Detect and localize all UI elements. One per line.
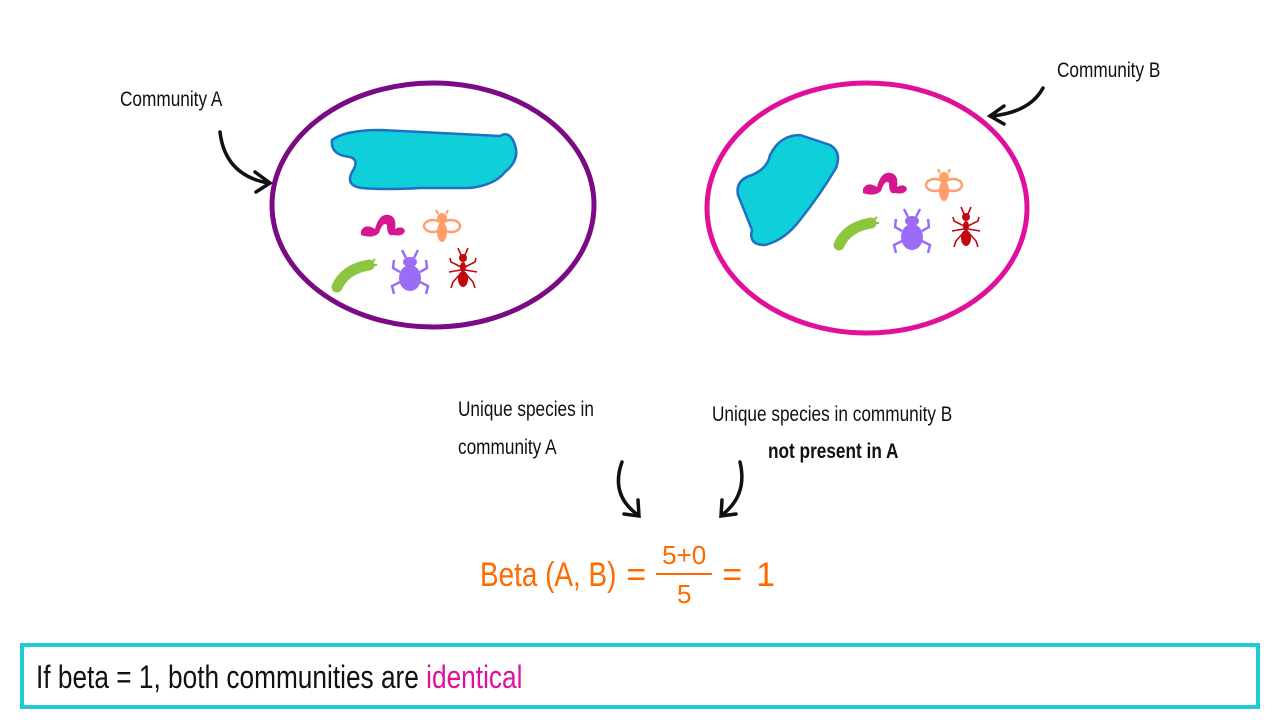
beta-equation: Beta (A, B) = 5+0 5 = 1 [480, 540, 775, 610]
beetle-icon [390, 248, 430, 296]
community-b-ellipse [704, 80, 1030, 336]
denominator: 5 [676, 579, 692, 609]
arrow-to-community-b [986, 86, 1045, 126]
arrow-to-community-a [218, 130, 274, 194]
equals-sign: = [626, 555, 647, 594]
caterpillar-icon [337, 259, 377, 287]
equation-result: 1 [756, 555, 776, 594]
community-b-label: Community B [1057, 59, 1161, 82]
arrow-unique-a [616, 460, 641, 519]
lake-b [736, 133, 840, 247]
unique-a-line1: Unique species in [458, 398, 594, 421]
unique-a-line2: community A [458, 436, 557, 459]
unique-b-line2: not present in A [768, 440, 899, 463]
beetle-icon [892, 207, 932, 255]
arrow-unique-b [719, 460, 744, 519]
fraction: 5+0 5 [656, 540, 713, 610]
worm-icon [361, 214, 405, 237]
conclusion-statement: If beta = 1, both communities are [36, 659, 427, 695]
caterpillar-icon [839, 217, 879, 245]
conclusion-highlight: identical [426, 659, 523, 695]
equals-sign: = [722, 555, 743, 594]
bee-icon [924, 167, 964, 203]
unique-b-line1: Unique species in community B [712, 403, 953, 426]
ant-icon [951, 206, 981, 248]
worm-icon [863, 172, 907, 195]
community-a-ellipse [269, 80, 597, 330]
conclusion-box: If beta = 1, both communities are identi… [20, 643, 1260, 709]
equation-lhs: Beta (A, B) [480, 555, 617, 594]
numerator: 5+0 [656, 540, 713, 575]
conclusion-text: If beta = 1, both communities are identi… [36, 659, 522, 696]
ant-icon [448, 247, 478, 289]
lake-a [330, 128, 518, 191]
bee-icon [422, 208, 462, 244]
community-a-label: Community A [120, 88, 223, 111]
